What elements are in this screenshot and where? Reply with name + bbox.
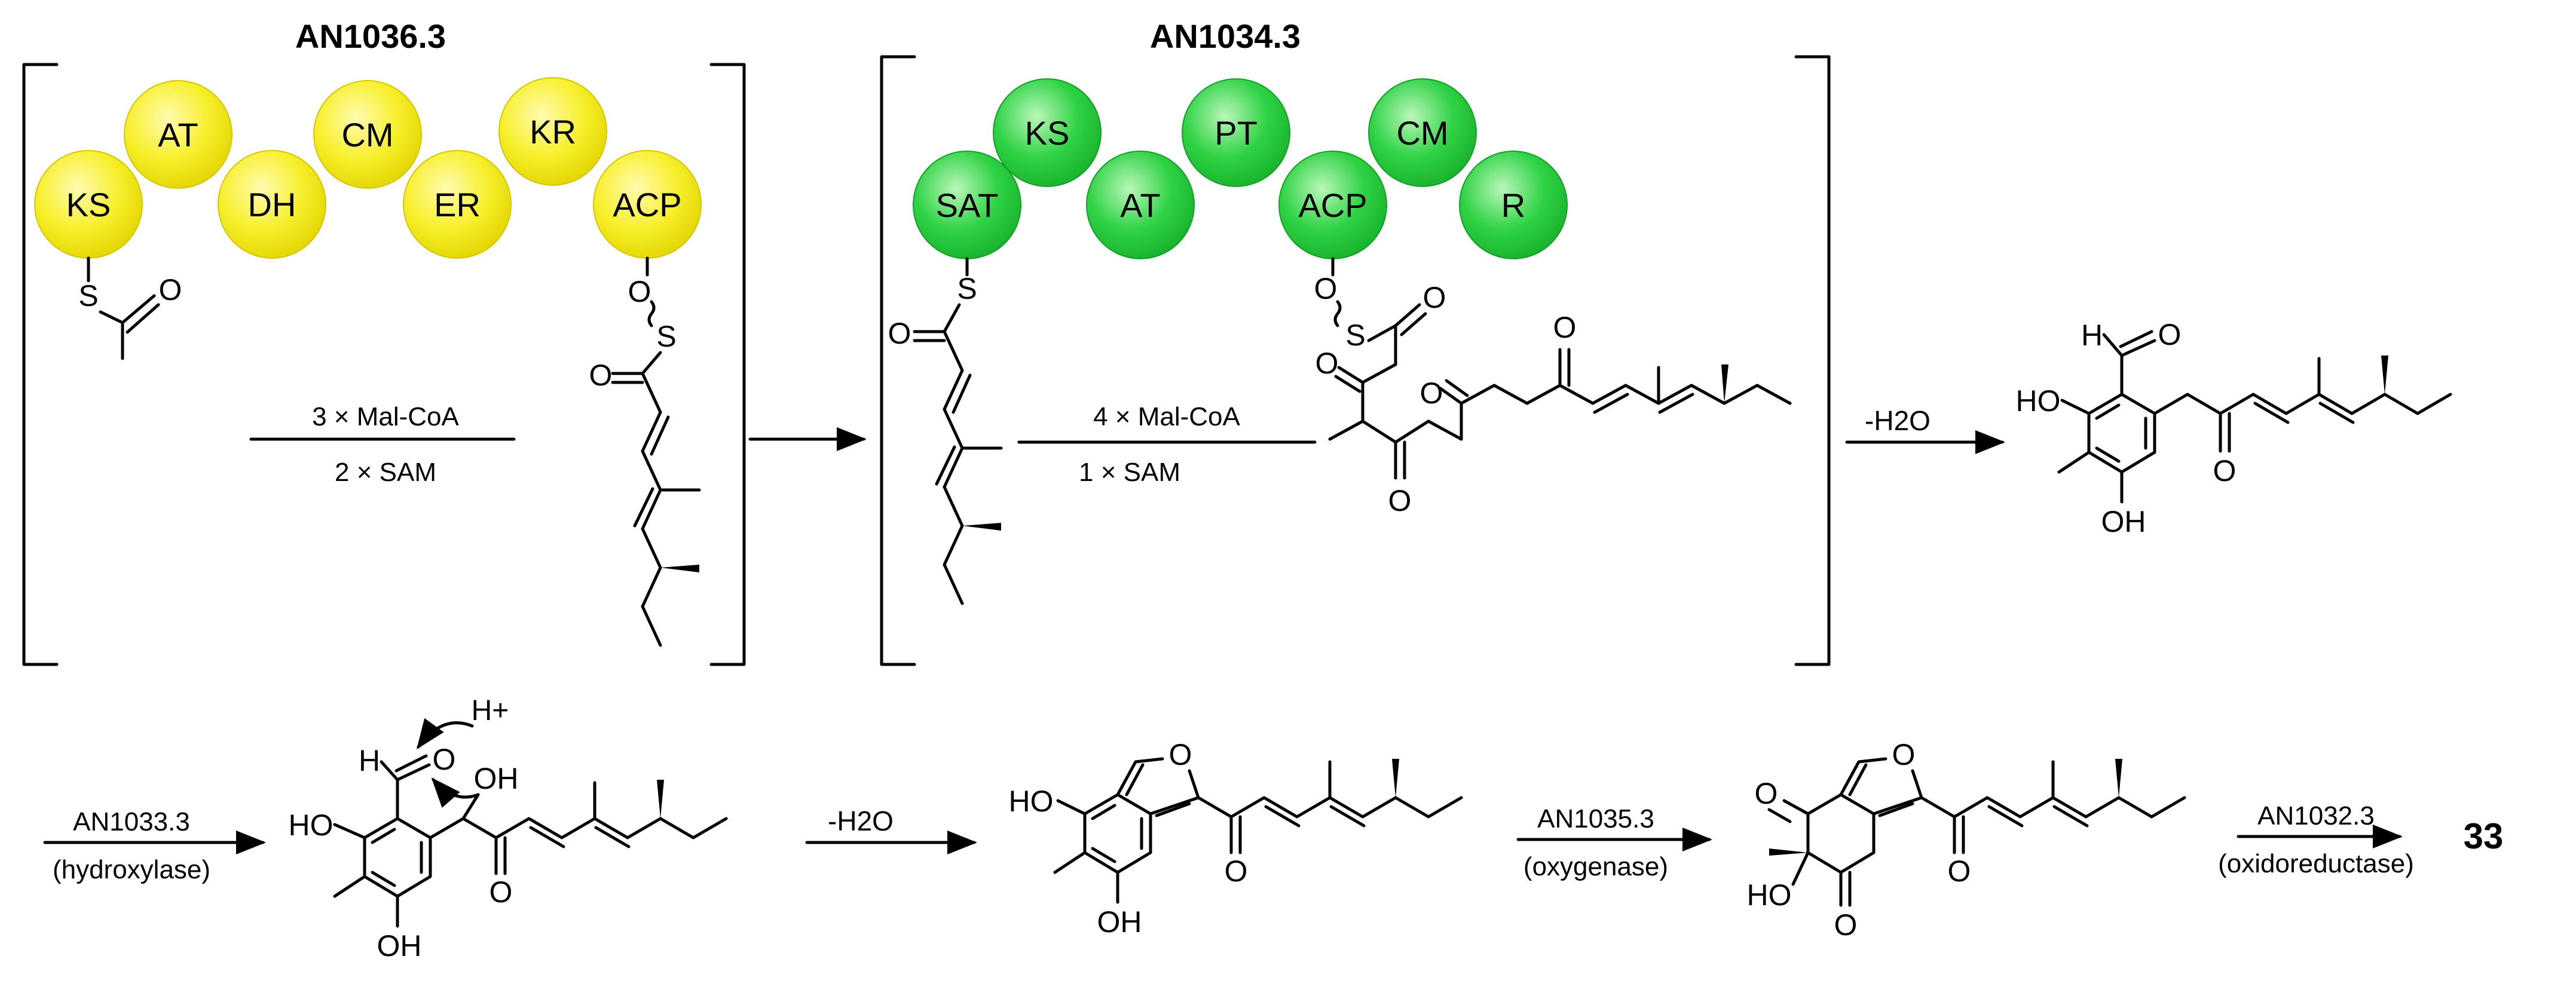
svg-text:O: O [1225,854,1248,888]
svg-text:AT: AT [1120,186,1160,224]
pks2-domain-acp: ACP [1278,151,1387,259]
svg-text:HO: HO [2016,384,2061,418]
pks1-acetyl-thioester: S O [78,256,182,360]
pks1-domain-cm: CM [313,80,422,189]
svg-text:O: O [1314,272,1338,305]
svg-text:O: O [589,359,613,392]
svg-text:O: O [159,273,182,307]
svg-text:PT: PT [1214,114,1258,152]
svg-text:OH: OH [474,762,519,795]
pks2-domain-r: R [1459,151,1568,259]
svg-text:(hydroxylase): (hydroxylase) [53,855,210,884]
step6-arrow: AN1035.3 (oxygenase) [1516,804,1712,881]
svg-text:CM: CM [1396,114,1448,152]
svg-text:S: S [78,279,98,312]
pks1-complex: AN1036.3 KS AT DH CM ER KR ACP S O O S [22,17,746,666]
hydroxy-intermediate: H+ H O HO OH OH O [289,695,728,963]
step3-arrow: -H2O [1845,405,2005,454]
svg-text:O: O [2213,454,2237,488]
step4-arrow: AN1033.3 (hydroxylase) [43,807,266,884]
svg-text:-H2O: -H2O [828,805,894,837]
svg-text:O: O [1834,908,1858,942]
svg-text:H+: H+ [472,695,509,727]
svg-text:-H2O: -H2O [1865,405,1931,436]
svg-text:O: O [1948,854,1971,888]
svg-text:ACP: ACP [613,186,681,223]
svg-text:AN1033.3: AN1033.3 [73,807,190,837]
isobenzofuran-intermediate: O HO OH O [1009,738,1463,939]
svg-text:O: O [1892,738,1916,771]
svg-text:KR: KR [530,113,576,151]
svg-text:ACP: ACP [1298,186,1367,224]
pks1-domain-at: AT [124,80,232,189]
svg-text:OH: OH [377,929,422,963]
pks1-domain-er: ER [403,150,512,259]
svg-text:O: O [1169,738,1192,771]
svg-text:O: O [2158,318,2182,351]
svg-text:SAT: SAT [936,186,999,224]
svg-text:AN1032.3: AN1032.3 [2257,801,2375,831]
pks2-acp-polyketone: O S O O O O [1314,257,1792,517]
svg-text:S: S [957,272,977,305]
svg-text:S: S [1345,318,1365,352]
product-compound-number: 33 [2464,816,2504,856]
svg-text:O: O [489,875,513,909]
pks1-domain-ks: KS [34,150,143,259]
svg-text:3 × Mal-CoA: 3 × Mal-CoA [312,402,459,431]
svg-text:H: H [2081,318,2103,352]
svg-text:2 × SAM: 2 × SAM [335,458,436,487]
azaphilone-intermediate: O O HO O O [1747,738,2186,942]
svg-text:O: O [1420,376,1443,410]
svg-text:(oxidoreductase): (oxidoreductase) [2218,849,2414,878]
svg-text:OH: OH [1097,905,1142,939]
pks2-sat-starter: S O [888,257,1003,605]
pks2-domain-ks: KS [993,78,1102,187]
step7-arrow: AN1032.3 (oxidoreductase) [2218,801,2414,878]
svg-text:O: O [1553,311,1577,344]
svg-text:HO: HO [1009,785,1054,818]
svg-text:HO: HO [289,808,334,842]
pks2-domain-at: AT [1086,151,1195,259]
svg-text:R: R [1501,186,1525,224]
svg-text:ER: ER [434,186,481,223]
pks1-domain-kr: KR [498,77,607,186]
svg-text:CM: CM [341,116,393,154]
pks2-domain-pt: PT [1182,78,1290,187]
svg-text:O: O [628,275,651,308]
pks1-domain-dh: DH [218,150,326,259]
pks1-domain-acp: ACP [593,150,702,259]
pks2-domain-sat: SAT [913,151,1021,259]
pks1-title: AN1036.3 [295,17,446,55]
svg-text:O: O [1315,347,1339,380]
svg-text:H: H [359,744,380,777]
pks1-acp-intermediate: O S O [589,256,701,647]
svg-text:DH: DH [248,186,296,223]
pks2-complex: AN1034.3 SAT KS AT PT ACP CM R S O [880,17,1831,666]
svg-text:OH: OH [2101,505,2146,538]
svg-text:O: O [1388,484,1412,517]
step5-arrow: -H2O [805,805,977,854]
pks2-domain-cm: CM [1368,78,1477,187]
step2-arrow: 4 × Mal-CoA 1 × SAM [1017,402,1317,487]
svg-text:O: O [1423,281,1446,314]
svg-text:O: O [1755,777,1778,810]
svg-text:4 × Mal-CoA: 4 × Mal-CoA [1093,402,1240,431]
svg-text:AT: AT [158,116,198,154]
svg-text:(oxygenase): (oxygenase) [1523,852,1668,881]
aldehyde-intermediate: H O HO OH O [2016,318,2452,538]
pks2-title: AN1034.3 [1150,17,1301,55]
svg-text:O: O [888,317,911,350]
svg-text:1 × SAM: 1 × SAM [1079,458,1180,487]
svg-text:AN1035.3: AN1035.3 [1537,804,1654,834]
svg-text:O: O [433,743,456,776]
svg-text:HO: HO [1747,878,1792,912]
svg-text:KS: KS [66,186,111,223]
svg-text:KS: KS [1025,114,1070,152]
svg-text:S: S [656,320,676,353]
step1-arrow: 3 × Mal-CoA 2 × SAM [249,402,516,487]
